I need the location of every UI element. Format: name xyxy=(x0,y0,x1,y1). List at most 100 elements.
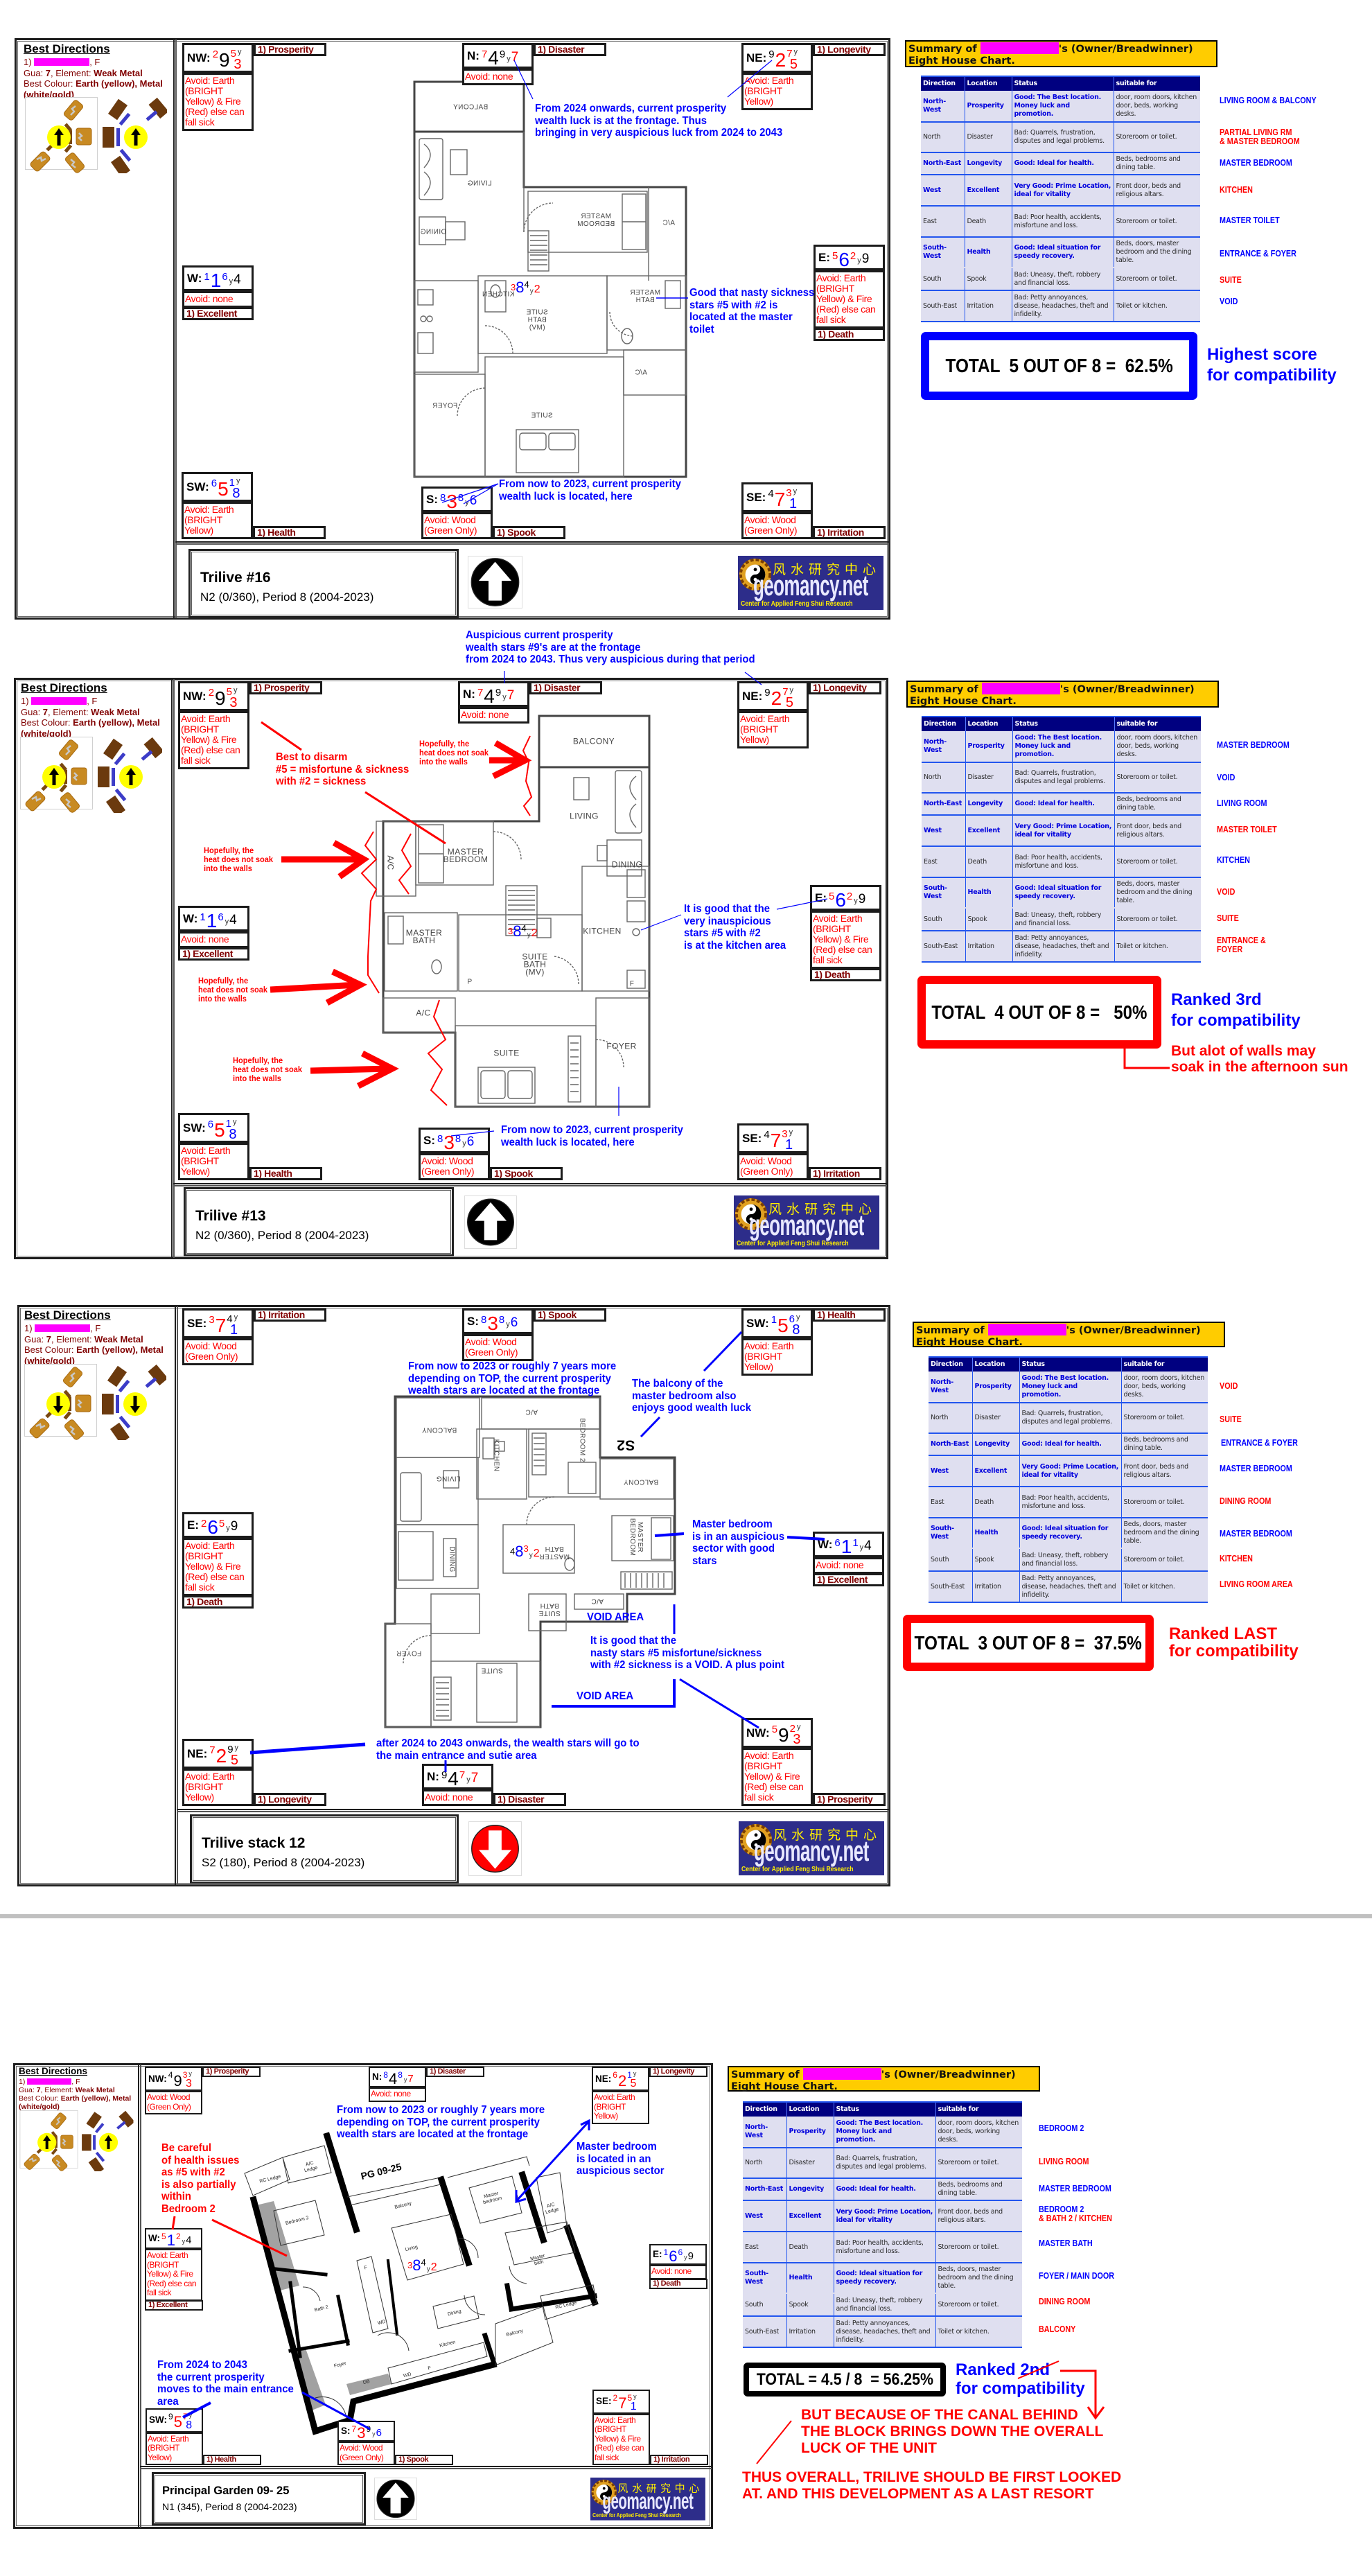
year-star: 5 xyxy=(789,57,798,72)
cell-direction: South xyxy=(922,908,965,931)
plan-label-balcony: Balcony xyxy=(394,2201,412,2210)
colour-value: Earth (yellow), Metal (white/gold) xyxy=(24,1344,164,1366)
plan-label-bedroom-2: Bedroom 2 xyxy=(285,2215,310,2227)
element-value: Weak Metal xyxy=(75,2086,115,2094)
eight-house-table: Direction Location Status suitable for N… xyxy=(743,2101,1022,2348)
compass-sector-sw: SW: 6 5 1 y 8 Avoid: Earth (BRIGHT Yello… xyxy=(178,1113,322,1180)
cell-location: Health xyxy=(964,237,1012,268)
verdict-line: for compatibility xyxy=(1207,366,1337,385)
year-marker: y xyxy=(462,1139,466,1148)
element-value: Weak Metal xyxy=(91,706,140,717)
water-star: 1 xyxy=(852,1537,859,1549)
cell-location: Excellent xyxy=(971,1455,1019,1487)
year-marker: y xyxy=(229,277,234,286)
direction-label: NE: xyxy=(187,1747,208,1760)
redacted-owner-name xyxy=(31,697,87,705)
annotation-sickness-stars-master-toilet: Good that nasty sickness stars #5 with #… xyxy=(689,287,815,335)
base-star: 3 xyxy=(443,1131,455,1153)
water-star-group: 1 y xyxy=(852,1538,864,1552)
mountain-star: 7 xyxy=(209,1744,216,1756)
total-score-box: TOTAL 4 OUT OF 8 = 50% xyxy=(917,976,1161,1049)
water-star-group: 6 y xyxy=(678,2248,687,2261)
water-year-stars: 7 y 8 xyxy=(183,2410,192,2431)
verdict-line: Ranked 3rd xyxy=(1171,990,1262,1009)
facing-arrow-icon xyxy=(104,2135,113,2149)
gua-value: 7 xyxy=(45,67,51,78)
logo-tagline: Center for Applied Feng Shui Research xyxy=(741,1866,854,1873)
cell-location: Excellent xyxy=(964,175,1012,207)
best-directions-title: Best Directions xyxy=(21,681,107,694)
avoid-note: Avoid: none xyxy=(369,2087,426,2102)
water-star-group: 8 y xyxy=(398,2071,407,2084)
summary-title-line2: Eight House Chart. xyxy=(731,2081,838,2092)
annotation-frontage-wealth-luck: From 2024 onwards, current prosperity we… xyxy=(535,103,783,139)
sector-label: 1) Irritation xyxy=(813,526,886,539)
facing-arrow-icon xyxy=(131,128,141,146)
table-header-row: Direction Location Status suitable for xyxy=(743,2101,1022,2117)
best-directions-title: Best Directions xyxy=(19,2066,88,2076)
mountain-star: 6 xyxy=(207,1119,214,1130)
column-header-location: Location xyxy=(786,2101,834,2117)
flying-stars-box: NW: 5 9 2 y 3 xyxy=(741,1718,813,1748)
table-header-row: Direction Location Status suitable for xyxy=(929,1356,1208,1372)
direction-label: SE: xyxy=(596,2396,612,2407)
flying-stars-box: W: 1 1 6 y 4 xyxy=(178,906,249,931)
room-assignment-text: MASTER BEDROOM xyxy=(1220,157,1292,168)
year-marker: y xyxy=(633,2070,637,2077)
cell-status: Good: Ideal for health. xyxy=(1019,1433,1121,1456)
direction-label: W: xyxy=(148,2233,160,2244)
heat-arrow-icon xyxy=(270,740,532,1089)
direction-label: W: xyxy=(183,912,198,925)
base-star: 9 xyxy=(215,687,226,709)
note-line: soak in the afternoon sun xyxy=(1171,1059,1348,1075)
cell-location: Longevity xyxy=(964,152,1012,175)
plan-label-balcony: BALCONY xyxy=(572,736,615,746)
cell-direction: North xyxy=(921,122,965,153)
direction-label: SW: xyxy=(183,1121,206,1134)
compass-sector-nw: NW: 4 9 3 y 3 Avoid: Wood (Green Only) 1… xyxy=(145,2067,261,2114)
sector-label: 1) Prosperity xyxy=(202,2067,261,2077)
mountain-star: 1 xyxy=(200,911,206,923)
cell-suitable-for: Toilet or kitchen. xyxy=(1120,1571,1208,1603)
plan-label-bedroom-2: BEDROOM 2 xyxy=(578,1418,586,1462)
plan-label-rc-ledge: RC Ledge xyxy=(258,2174,282,2184)
cell-suitable-for: Front door, beds and religious altars. xyxy=(1114,815,1201,847)
summary-header: Summary of 's (Owner/Breadwinner)Eight H… xyxy=(906,681,1219,708)
room-assignment-south: SUITE xyxy=(1220,275,1242,284)
room-assignment-text: MASTER BEDROOM xyxy=(1220,1463,1292,1473)
base-star: 5 xyxy=(214,1119,225,1141)
water-star-group: 4 y xyxy=(227,1314,238,1325)
direction-label: N: xyxy=(467,49,480,62)
cell-direction: South xyxy=(929,1548,972,1572)
plan-label-ac: A/C xyxy=(385,855,396,870)
cell-status: Bad: Petty annoyances, disease, headache… xyxy=(833,2316,935,2348)
facing-arrow-icon xyxy=(126,768,136,785)
best-directions-panel: Best Directions 1) , F Gua: 7, Element: … xyxy=(24,42,170,100)
room-assignment-text: ENTRANCE & FOYER xyxy=(1220,248,1296,259)
logo-tagline: Center for Applied Feng Shui Research xyxy=(592,2512,681,2519)
base-star: 3 xyxy=(446,490,457,512)
water-year-stars: 5 y 1 xyxy=(627,2391,636,2412)
cell-status: Bad: Petty annoyances, disease, headache… xyxy=(1012,931,1114,963)
verdict-prefix: Ranked xyxy=(956,2360,1021,2379)
column-header-location: Location xyxy=(964,76,1012,91)
room-assignment-east: MASTER BATH xyxy=(1039,2238,1093,2248)
base-star: 7 xyxy=(215,1314,227,1336)
cell-location: Excellent xyxy=(786,2200,834,2232)
avoid-note: Avoid: Earth (BRIGHT Yellow) & Fire (Red… xyxy=(813,270,885,328)
column-header-direction: Direction xyxy=(922,716,965,731)
seating-direction-illustration xyxy=(19,2110,134,2171)
plan-label-living: LIVING xyxy=(570,811,599,821)
unit-title-box: Trilive #16 N2 (0/360), Period 8 (2004-2… xyxy=(188,549,459,618)
eight-house-table: Direction Location Status suitable for N… xyxy=(921,76,1200,322)
room-assignment-north: PARTIAL LIVING RM& MASTER BEDROOM xyxy=(1220,128,1300,146)
cell-location: Death xyxy=(965,846,1012,878)
cell-direction: South xyxy=(743,2293,786,2317)
logo-site-name: geomancy.net xyxy=(749,1209,864,1241)
plan-label-suite-bath: SUITE BATH (MV) xyxy=(522,952,548,977)
water-star-group: 7 y xyxy=(459,1770,471,1785)
direction-label: NW: xyxy=(187,51,211,64)
cell-direction: South-East xyxy=(921,290,965,322)
room-assignment-text: MASTER BEDROOM xyxy=(1039,2183,1111,2193)
annotation-master-balcony: The balcony of the master bedroom also e… xyxy=(632,1378,751,1414)
